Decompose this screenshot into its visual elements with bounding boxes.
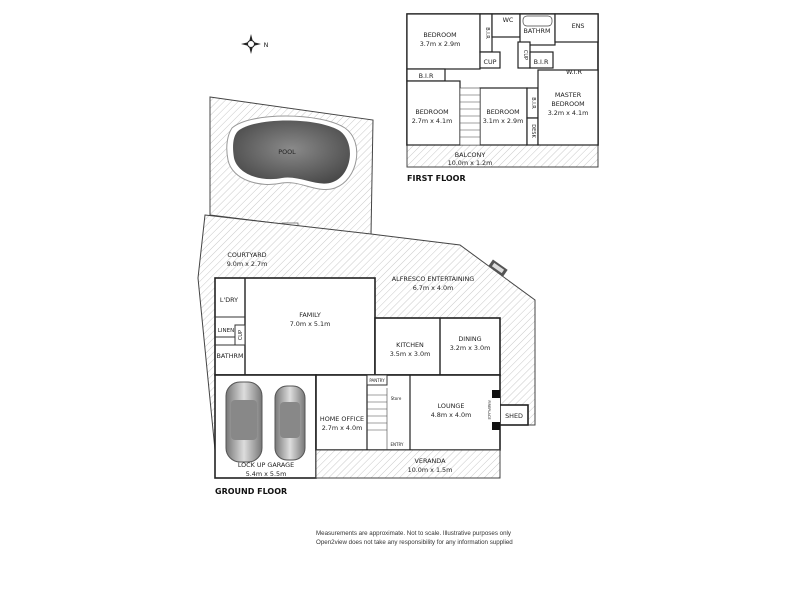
bir3-label: B.I.R (419, 72, 434, 80)
veranda-label: VERANDA (415, 457, 447, 465)
bir4-label: B.I.R (530, 97, 536, 109)
lounge-label: LOUNGE (438, 402, 465, 410)
cup-label: CUP (238, 330, 244, 340)
family-size: 7.0m x 5.1m (290, 320, 331, 328)
linen-label: LINEN (218, 328, 234, 334)
home-office-size: 2.7m x 4.0m (322, 424, 363, 432)
bir1-label: B.I.R (484, 27, 490, 39)
first-floor-title: FIRST FLOOR (407, 174, 466, 183)
courtyard-size: 9.0m x 2.7m (227, 260, 268, 268)
store-label: Store (391, 396, 402, 401)
wir-label: W.I.R (566, 68, 583, 76)
car-icon (225, 381, 263, 463)
shed-label: SHED (505, 412, 523, 420)
master-label-2: BEDROOM (551, 100, 584, 108)
bathtub (522, 15, 553, 27)
veranda-size: 10.0m x 1.5m (408, 466, 453, 474)
bedroom2-size: 2.7m x 4.1m (412, 117, 453, 125)
dining-label: DINING (458, 335, 481, 343)
family-label: FAMILY (299, 311, 321, 319)
disclaimer-line-1: Measurements are approximate. Not to sca… (316, 530, 512, 537)
bedroom3-label: BEDROOM (486, 108, 519, 116)
lounge-size: 4.8m x 4.0m (431, 411, 472, 419)
disclaimer-line-2: Open2view does not take any responsibili… (316, 539, 513, 546)
cup2-label: CUP (522, 50, 528, 60)
desk-label: DESK (530, 124, 536, 138)
pool-area: POOL (209, 96, 374, 242)
alfresco-label: ALFRESCO ENTERTAINING (392, 275, 475, 283)
ground-floor: L'DRY LINEN CUP BATHRM FAMILY 7.0m x 5.1… (214, 277, 529, 479)
compass-north-label: N (264, 41, 269, 49)
courtyard-label: COURTYARD (227, 251, 266, 259)
home-office-label: HOME OFFICE (320, 415, 364, 423)
fireplace-label: FIREPLACE (487, 400, 491, 420)
bathrm-label: BATHRM (217, 352, 244, 360)
kitchen-label: KITCHEN (396, 341, 424, 349)
garage-label: LOCK UP GARAGE (238, 461, 294, 469)
wc-label: WC (503, 16, 514, 24)
balcony-size: 10.0m x 1.2m (448, 159, 493, 167)
bedroom1-size: 3.7m x 2.9m (420, 40, 461, 48)
bedroom3-size: 3.1m x 2.9m (483, 117, 524, 125)
ground-floor-title: GROUND FLOOR (215, 487, 287, 496)
outdoor-heater (488, 259, 508, 277)
ldry-label: L'DRY (220, 296, 238, 304)
cup1-label: CUP (484, 58, 497, 66)
car-icon (274, 385, 306, 461)
pool (233, 120, 350, 184)
pool-label: POOL (278, 148, 296, 156)
alfresco-size: 6.7m x 4.0m (413, 284, 454, 292)
bathrm-label: BATHRM (524, 27, 551, 35)
garage-size: 5.4m x 5.5m (246, 470, 287, 478)
master-size: 3.2m x 4.1m (548, 109, 589, 117)
dining-size: 3.2m x 3.0m (450, 344, 491, 352)
master-label-1: MASTER (555, 91, 582, 99)
ens-label: ENS (572, 22, 585, 30)
pantry-label: PANTRY (369, 378, 385, 383)
first-floor: BEDROOM 3.7m x 2.9m B.I.R WC BATHRM ENS … (406, 13, 599, 168)
bedroom2-label: BEDROOM (415, 108, 448, 116)
bedroom1-label: BEDROOM (423, 31, 456, 39)
kitchen-size: 3.5m x 3.0m (390, 350, 431, 358)
compass-rose-icon: N (241, 34, 269, 54)
entry-label: ENTRY (391, 442, 404, 447)
balcony-label: BALCONY (455, 151, 486, 159)
bir2-label: B.I.R (534, 58, 549, 66)
